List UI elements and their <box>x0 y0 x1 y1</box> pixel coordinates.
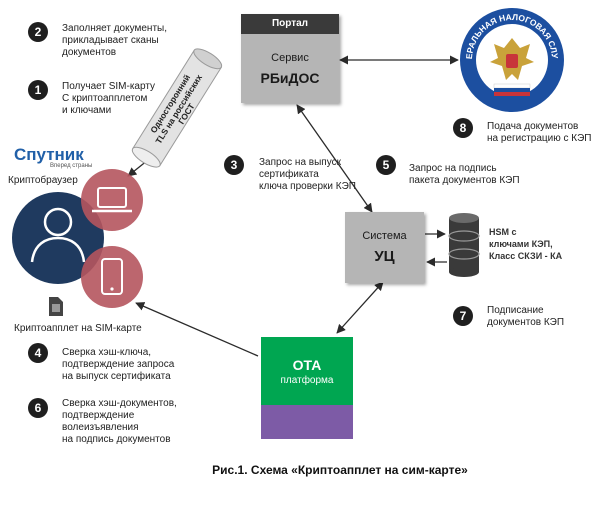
portal-bar: Портал <box>241 14 339 34</box>
ota-name: ОТА <box>292 357 322 373</box>
arrow-ota-phone <box>135 302 259 357</box>
step-text-2: Заполняет документы, прикладывает сканы … <box>62 23 167 58</box>
step-text-8: Подача документов на регистрацию с КЭП <box>487 121 592 144</box>
brand-slogan: Вперед страны <box>50 163 93 169</box>
ota-platform-base <box>261 405 353 439</box>
step-badge-7: 7 <box>453 306 473 326</box>
sim-applet-label: Криптоапплет на SIM-карте <box>14 323 142 334</box>
user-icon <box>12 192 104 284</box>
brand-name: Спутник <box>14 145 84 164</box>
database-icon <box>448 213 480 277</box>
step-badge-5: 5 <box>376 155 396 175</box>
step-text-3: Запрос на выпуск сертификата ключа прове… <box>259 157 356 192</box>
arrow-ca-ota <box>336 281 384 334</box>
step-badge-1: 1 <box>28 80 48 100</box>
step-text-5: Запрос на подпись пакета документов КЭП <box>409 163 520 186</box>
step-text-1: Получает SIM-карту С криптоапплетом и кл… <box>62 81 156 116</box>
arrow-portal-ca <box>296 104 373 213</box>
ca-label: Система <box>362 230 407 242</box>
step-text-6: Сверка хэш-документов, подтверждение вол… <box>62 398 177 445</box>
portal-box: Портал Сервис РБиДОС <box>241 14 339 103</box>
step-text-7: Подписание документов КЭП <box>487 305 565 328</box>
step-badge-6: 6 <box>28 398 48 418</box>
step-badge-4: 4 <box>28 343 48 363</box>
portal-service-label: Сервис <box>271 52 309 64</box>
step-badge-3: 3 <box>224 155 244 175</box>
ca-name: УЦ <box>374 248 395 265</box>
figure-caption: Рис.1. Схема «Криптоапплет на сим-карте» <box>212 463 468 477</box>
phone-icon <box>81 246 143 308</box>
step-text-4: Сверка хэш-ключа, подтверждение запроса … <box>62 347 175 382</box>
step-badge-8: 8 <box>453 118 473 138</box>
portal-name: РБиДОС <box>260 70 320 86</box>
sim-card-icon <box>49 297 63 316</box>
step-badge-2: 2 <box>28 22 48 42</box>
laptop-icon <box>81 169 143 231</box>
hsm-label: HSM с ключами КЭП, Класс СКЗИ - КА <box>489 227 563 261</box>
ota-platform: ОТА платформа <box>261 337 353 405</box>
tls-tunnel: Односторонний TLS на российских ГОСТ <box>131 48 223 168</box>
ca-box: Система УЦ <box>345 212 424 283</box>
ota-sub: платформа <box>280 375 334 386</box>
cryptobrowser-label: Криптобраузер <box>8 175 78 186</box>
